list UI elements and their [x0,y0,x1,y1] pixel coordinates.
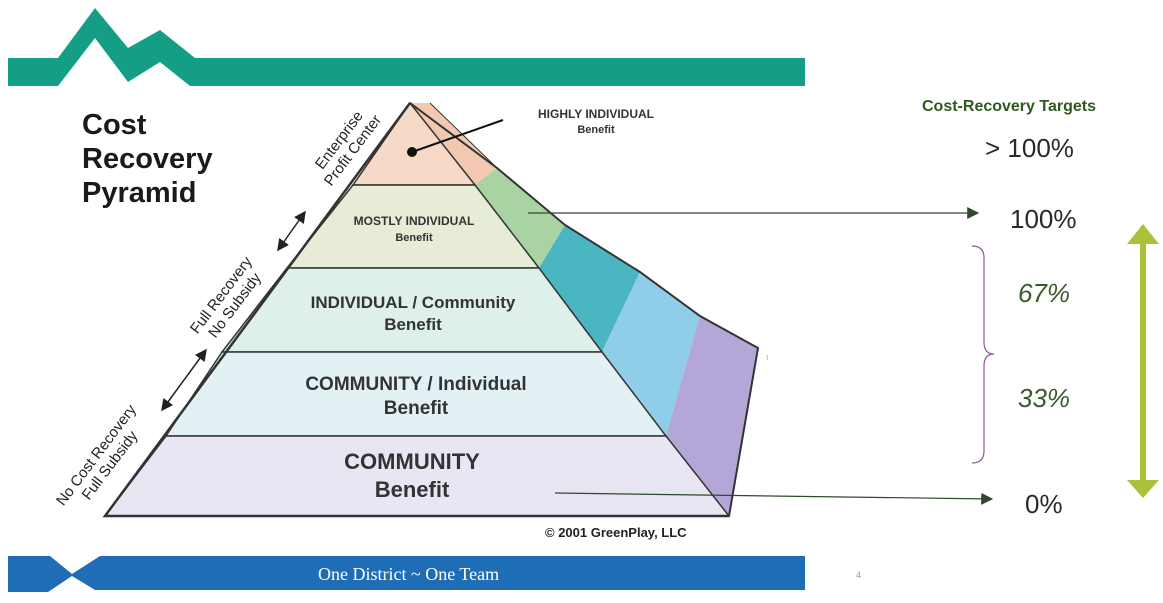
tier-4-sublabel: Benefit [384,398,449,419]
tier-5-label: COMMUNITY [344,449,480,474]
tier-3-sublabel: Benefit [384,315,442,334]
target-100: 100% [1010,204,1077,234]
svg-text:ı: ı [766,352,769,362]
top-banner [8,8,805,86]
green-double-arrow [1127,224,1159,498]
tier-5-shape [103,435,731,517]
page-title: Cost Recovery Pyramid [82,108,213,210]
target-33: 33% [1018,383,1071,413]
footer-tagline: One District ~ One Team [318,564,500,584]
pyramid-front [102,101,731,518]
targets-bracket [971,245,995,464]
arrow-to-0 [554,492,994,505]
tier-5-sublabel: Benefit [375,477,450,502]
page-number: 4 [856,570,862,580]
tier-1-leader [411,119,504,153]
title-line-1: Cost [82,109,147,141]
side-arrow-lower [161,348,207,412]
title-line-2: Recovery [82,143,213,175]
pyramid-side-face [409,102,760,517]
side-arrow-upper [277,210,306,252]
copyright: © 2001 GreenPlay, LLC [545,525,687,540]
tier-4-label: COMMUNITY / Individual [305,374,526,395]
target-over-100: > 100% [985,133,1074,163]
target-67: 67% [1018,278,1071,308]
title-line-3: Pyramid [82,177,197,209]
tier-1-sublabel: Benefit [577,124,615,136]
target-0: 0% [1025,489,1063,519]
bottom-banner [8,556,805,592]
tier-2-label: MOSTLY INDIVIDUAL [354,214,475,228]
tier-1-label: HIGHLY INDIVIDUAL [538,107,654,121]
targets-heading: Cost-Recovery Targets [922,98,1096,115]
tier-2-sublabel: Benefit [395,232,433,244]
tier-3-label: INDIVIDUAL / Community [311,293,516,312]
